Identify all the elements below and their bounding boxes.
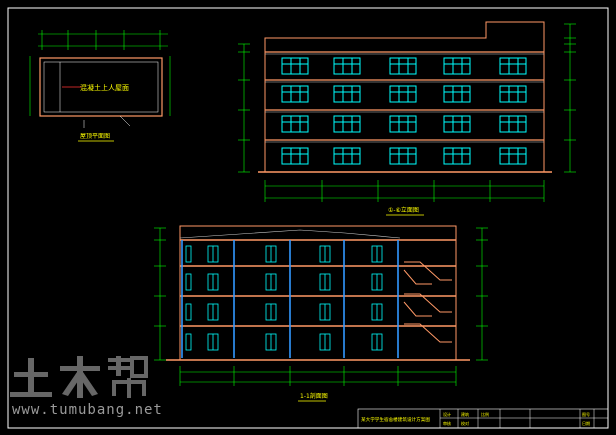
elevation-window [281,57,309,75]
section-window-side [185,333,192,351]
elevation-window [443,147,471,165]
section-window-side [185,303,192,321]
elevation-window [389,147,417,165]
roof-plan-title: 屋顶平面图 [80,133,110,140]
tb-cell-6: 日期 [582,420,590,426]
tb-cell-4: 图号 [582,411,590,417]
elevation-window [443,85,471,103]
title-block: 某大学学生宿舍楼建筑设计方案图 设计 审核 建筑 比例 图号 校对 日期 [357,408,609,429]
tb-cell-5: 校对 [461,420,469,426]
section-1-1: 1-1剖面图 [154,225,488,402]
elevation-window [499,115,527,133]
elevation-window [443,57,471,75]
elevation-window [333,115,361,133]
watermark-logo [10,356,148,398]
section-window-side [185,273,192,291]
section-title: 1-1剖面图 [300,392,328,400]
tb-cell-2: 建筑 [461,411,469,417]
front-elevation-title: ①-⑥立面图 [388,206,419,214]
watermark-site: www.tumubang.net [12,402,163,418]
roof-plan: 混凝土上人屋面 屋顶平面图 [29,30,171,142]
tb-cell-3: 比例 [481,411,489,417]
elevation-window [281,85,309,103]
elevation-window [333,57,361,75]
tb-cell-0: 设计 [443,411,451,417]
elevation-window [281,115,309,133]
drawing-frame [7,7,609,429]
elevation-window [499,147,527,165]
elevation-window [499,85,527,103]
section-window-side [185,245,192,263]
elevation-window [389,85,417,103]
elevation-window [499,57,527,75]
project-name: 某大学学生宿舍楼建筑设计方案图 [361,416,430,423]
elevation-window [281,147,309,165]
roof-note: 混凝土上人屋面 [80,83,129,92]
elevation-window [389,57,417,75]
elevation-window [443,115,471,133]
elevation-window [333,85,361,103]
elevation-window [333,147,361,165]
front-elevation: ①-⑥立面图 [238,21,576,216]
elevation-window [389,115,417,133]
tb-cell-1: 审核 [443,420,451,426]
